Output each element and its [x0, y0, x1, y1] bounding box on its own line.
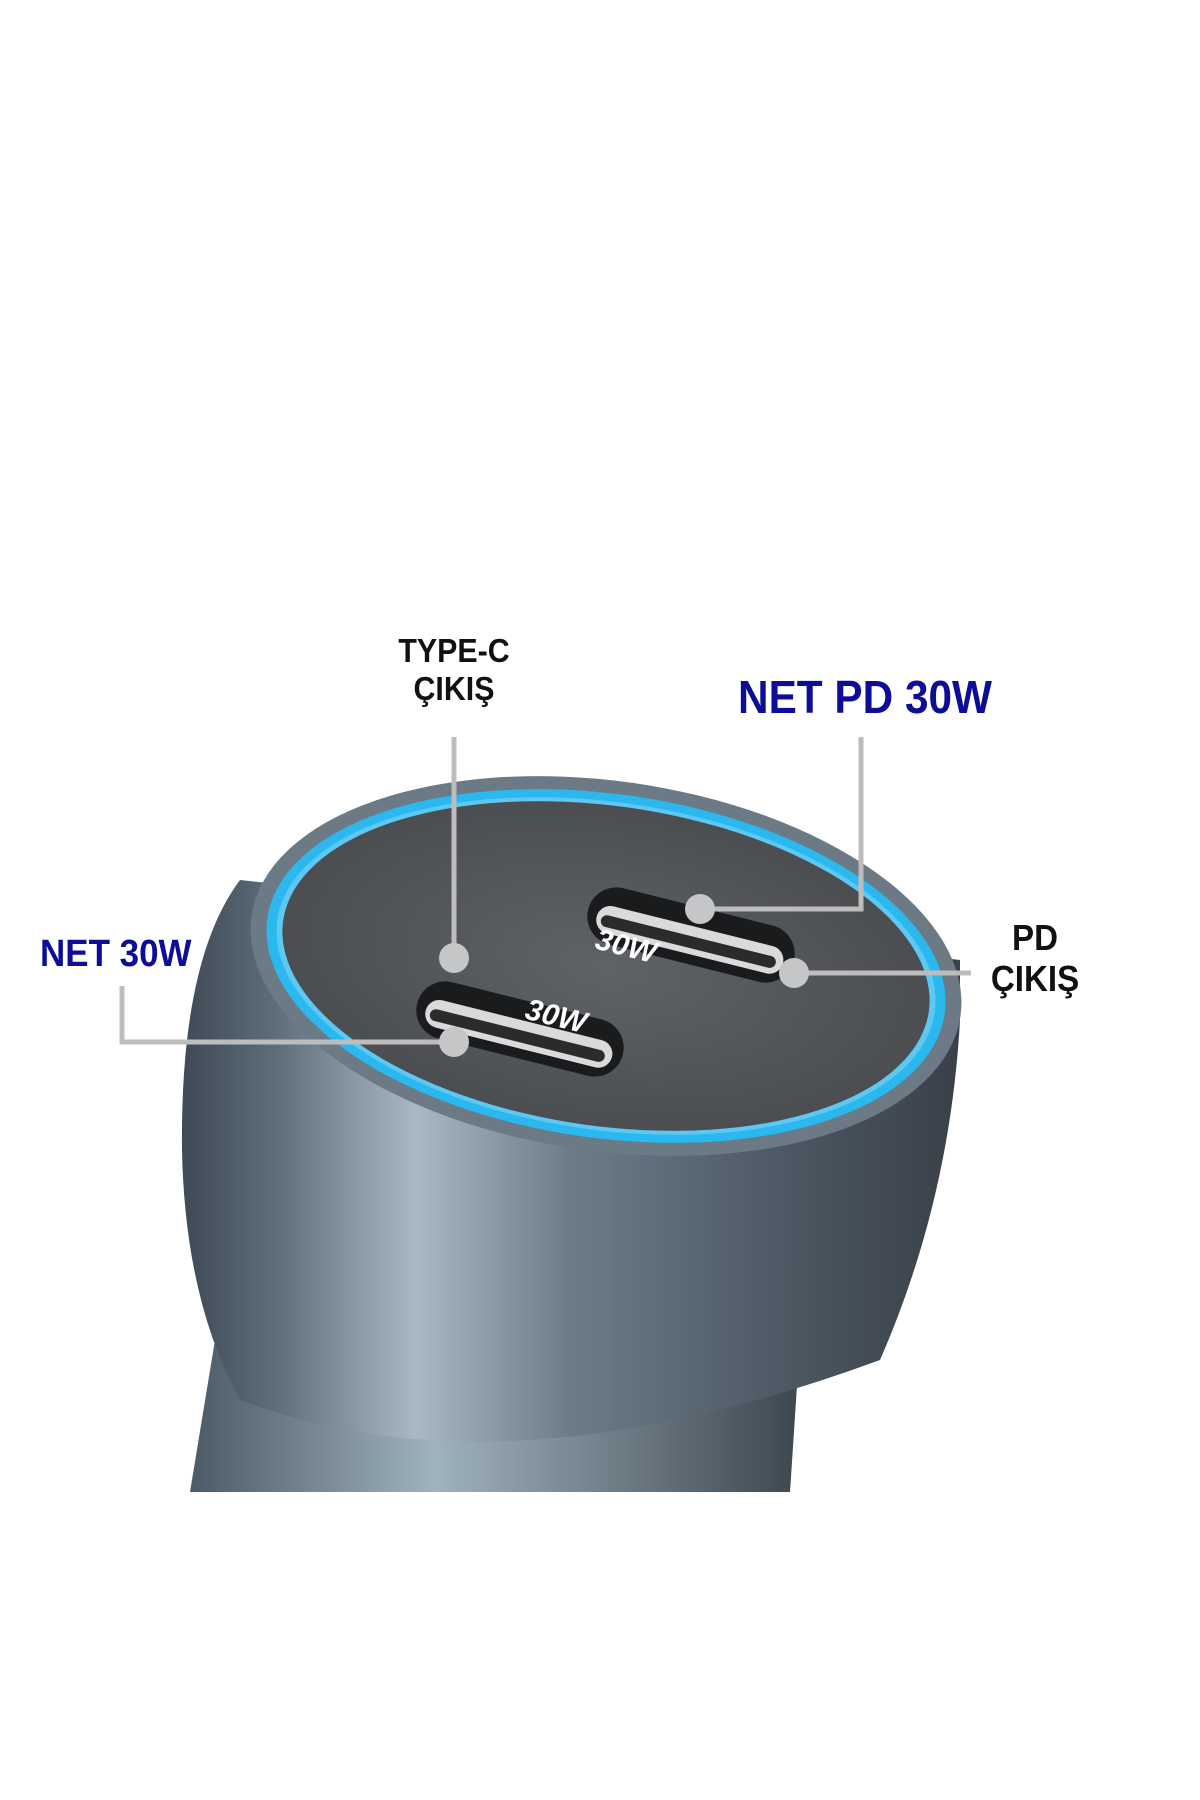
usb-c-port-lower	[416, 981, 624, 1077]
type-c-label-line2: ÇIKIŞ	[413, 669, 495, 707]
pd-label-line2: ÇIKIŞ	[990, 958, 1080, 1000]
usb-c-port-upper	[587, 887, 795, 983]
net-pd-30w-label: NET PD 30W	[738, 671, 992, 723]
type-c-label-line1: TYPE-C	[398, 632, 510, 669]
type-c-label: TYPE-C ÇIKIŞ	[380, 632, 527, 708]
pd-output-label: PD ÇIKIŞ	[971, 917, 1100, 1000]
leader-dots	[439, 894, 809, 1057]
pd-label-line1: PD	[1011, 917, 1058, 958]
leader-lines	[119, 737, 971, 1045]
net-30w-label: NET 30W	[40, 933, 192, 975]
charger-top	[250, 776, 962, 1156]
